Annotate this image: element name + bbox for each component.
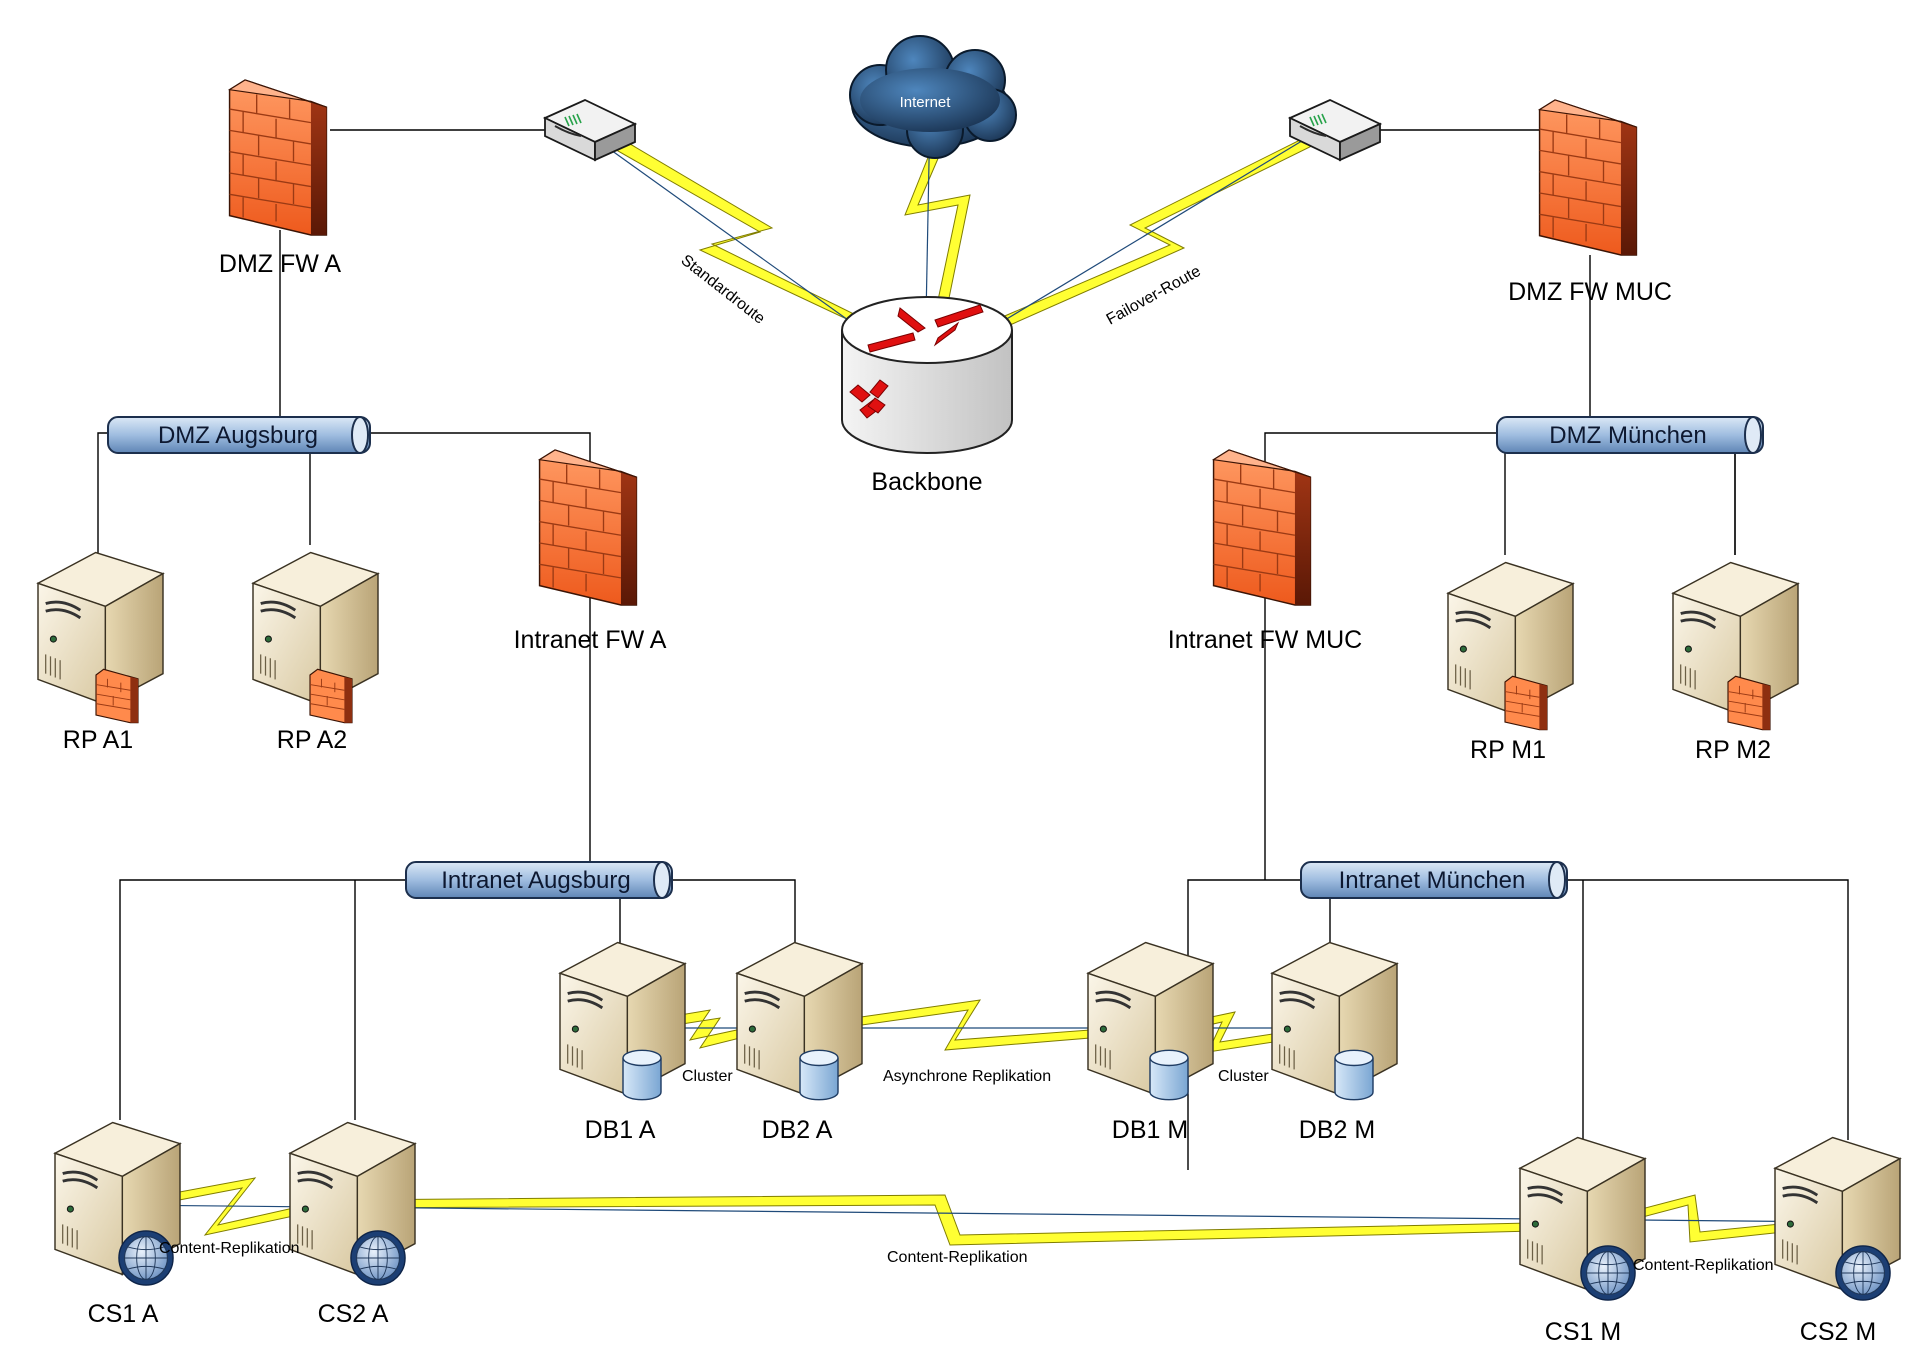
cs2-m-label: CS2 M: [1800, 1318, 1876, 1346]
bus-intranet-augsburg: Intranet Augsburg: [405, 861, 673, 899]
intranet-fw-muc-label: Intranet FW MUC: [1168, 626, 1362, 654]
firewall-icon: [1212, 449, 1312, 606]
intranet-fw-a-label: Intranet FW A: [514, 626, 667, 654]
server-rp-a1: RP A1: [36, 550, 165, 754]
cs2-a-label: CS2 A: [318, 1300, 389, 1328]
content-replication-m-label: Content-Replikation: [1633, 1257, 1774, 1274]
rp-a1-label: RP A1: [63, 726, 133, 754]
bus-dmz-augsburg-label: DMZ Augsburg: [158, 422, 318, 449]
server-db1-m: DB1 M: [1086, 940, 1215, 1144]
database-icon: [1334, 1049, 1374, 1101]
db1-m-label: DB1 M: [1112, 1116, 1188, 1144]
content-replication-a-label: Content-Replikation: [159, 1240, 300, 1257]
modem-m: [1289, 99, 1381, 161]
rp-m1-label: RP M1: [1470, 736, 1546, 764]
firewall-icon: [228, 79, 328, 236]
globe-icon: [350, 1230, 406, 1286]
intranet-fw-muc: Intranet FW MUC: [1168, 449, 1362, 654]
standardroute-label: Standardroute: [678, 252, 768, 328]
firewall-badge-icon: [309, 668, 353, 724]
internet-cloud: Internet: [849, 35, 1017, 159]
server-rp-a2: RP A2: [251, 550, 380, 754]
cluster-m-label: Cluster: [1218, 1068, 1269, 1085]
bus-dmz-muenchen-label: DMZ München: [1549, 422, 1706, 449]
bus-intranet-augsburg-label: Intranet Augsburg: [441, 867, 630, 894]
database-icon: [1149, 1049, 1189, 1101]
server-db2-a: DB2 A: [735, 940, 864, 1144]
server-cs1-m: CS1 M: [1518, 1135, 1647, 1346]
globe-icon: [1580, 1245, 1636, 1301]
cluster-a-label: Cluster: [682, 1068, 733, 1085]
content-replication-mid-label: Content-Replikation: [887, 1249, 1028, 1266]
dmz-fw-muc-label: DMZ FW MUC: [1508, 278, 1672, 306]
dmz-fw-a-label: DMZ FW A: [219, 250, 342, 278]
router-icon: [841, 296, 1013, 454]
dmz-fw-a: DMZ FW A: [219, 79, 342, 278]
db2-m-label: DB2 M: [1299, 1116, 1375, 1144]
firewall-badge-icon: [95, 668, 139, 724]
server-rp-m1: RP M1: [1446, 560, 1575, 764]
rp-a2-label: RP A2: [277, 726, 347, 754]
database-icon: [622, 1049, 662, 1101]
database-icon: [799, 1049, 839, 1101]
bus-dmz-muenchen: DMZ München: [1496, 416, 1764, 454]
db2-a-label: DB2 A: [762, 1116, 833, 1144]
internet-label: Internet: [900, 94, 952, 111]
cloud-icon: [849, 35, 1017, 159]
bus-intranet-muenchen-label: Intranet München: [1339, 867, 1526, 894]
bus-dmz-augsburg: DMZ Augsburg: [107, 416, 371, 454]
async-replication-label: Asynchrone Replikation: [883, 1068, 1051, 1085]
cs1-a-label: CS1 A: [88, 1300, 159, 1328]
server-cs2-a: CS2 A: [288, 1120, 417, 1328]
firewall-icon: [538, 449, 638, 606]
cs1-m-label: CS1 M: [1545, 1318, 1621, 1346]
backbone-label: Backbone: [871, 468, 982, 496]
server-rp-m2: RP M2: [1671, 560, 1800, 764]
server-db2-m: DB2 M: [1270, 940, 1399, 1144]
firewall-badge-icon: [1504, 675, 1548, 731]
dmz-fw-muc: DMZ FW MUC: [1508, 99, 1672, 306]
content-replication-mid-link: [339, 1194, 1581, 1246]
bus-intranet-muenchen: Intranet München: [1300, 861, 1568, 899]
intranet-fw-a: Intranet FW A: [514, 449, 667, 654]
server-db1-a: DB1 A: [558, 940, 687, 1144]
db1-a-label: DB1 A: [585, 1116, 656, 1144]
firewall-badge-icon: [1727, 675, 1771, 731]
modem-icon: [1289, 99, 1381, 161]
rp-m2-label: RP M2: [1695, 736, 1771, 764]
globe-icon: [1835, 1245, 1891, 1301]
firewall-icon: [1538, 99, 1638, 256]
server-cs2-m: CS2 M: [1773, 1135, 1902, 1346]
backbone-router: Backbone: [841, 296, 1013, 496]
server-cs1-a: CS1 A: [53, 1120, 182, 1328]
